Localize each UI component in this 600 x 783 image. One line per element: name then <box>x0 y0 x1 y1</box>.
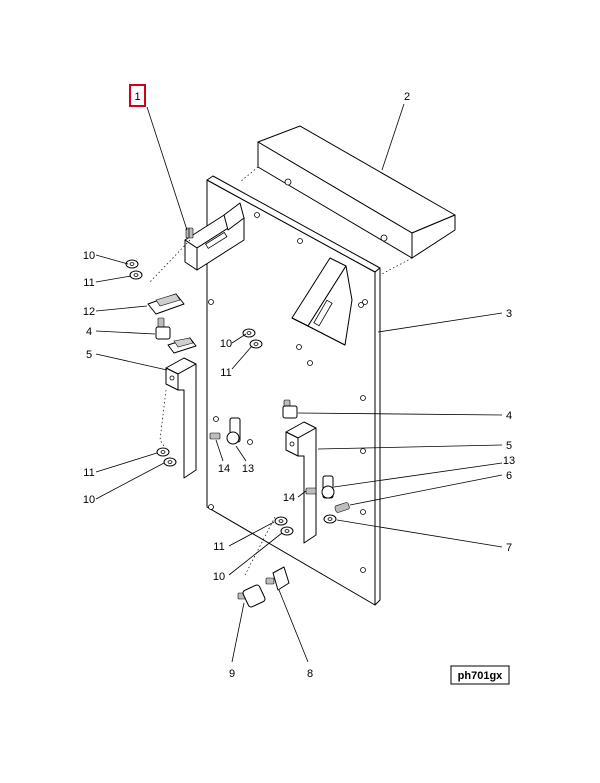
callout-9[interactable]: 9 <box>229 668 235 680</box>
right-clamp-13 <box>321 475 335 499</box>
callout-1[interactable]: 1 <box>134 91 140 103</box>
callout-4-right[interactable]: 4 <box>506 410 512 422</box>
foot-part-8 <box>265 566 290 591</box>
left-nut-10-lower <box>163 457 177 467</box>
left-washer-11-lower <box>156 447 170 457</box>
callout-11-left-top[interactable]: 11 <box>83 277 94 289</box>
washer-part-7 <box>323 514 337 524</box>
callout-10-bottom[interactable]: 10 <box>213 571 225 583</box>
standoff-part-4-right <box>282 399 298 419</box>
callout-14-center[interactable]: 14 <box>218 463 230 475</box>
highlight-box <box>129 84 146 107</box>
center-screw-14 <box>209 432 221 440</box>
screw-part-6 <box>334 502 350 513</box>
standoff-part-4-left <box>155 317 171 340</box>
upper-left-bracket <box>184 202 245 271</box>
left-washer-11 <box>129 270 143 280</box>
callout-11-center[interactable]: 11 <box>220 367 231 379</box>
callout-13-center[interactable]: 13 <box>242 463 254 475</box>
callout-10-left-bottom[interactable]: 10 <box>83 494 95 506</box>
callout-11-bottom[interactable]: 11 <box>213 541 224 553</box>
foot-part-9 <box>237 584 266 608</box>
leader-lines <box>95 103 503 663</box>
callout-7[interactable]: 7 <box>506 542 512 554</box>
callout-2[interactable]: 2 <box>404 91 410 103</box>
clip-part-12 <box>147 293 185 315</box>
callout-11-left-bottom[interactable]: 11 <box>83 467 94 479</box>
callout-8[interactable]: 8 <box>307 668 313 680</box>
bracket-part-5-right <box>285 421 317 544</box>
center-washer-11 <box>249 339 263 349</box>
callout-5-left[interactable]: 5 <box>86 349 92 361</box>
callout-3[interactable]: 3 <box>506 308 512 320</box>
callout-13-right[interactable]: 13 <box>503 455 515 467</box>
callout-12[interactable]: 12 <box>83 306 95 318</box>
cover-plate <box>257 125 456 259</box>
callout-10-left-top[interactable]: 10 <box>83 250 95 262</box>
diagram-reference-tag: ph701gx <box>450 665 510 685</box>
callout-6[interactable]: 6 <box>506 470 512 482</box>
right-screw-14 <box>305 487 317 495</box>
left-nut-10 <box>125 259 139 269</box>
callout-14-right[interactable]: 14 <box>283 492 295 504</box>
bottom-nut-10 <box>280 526 294 536</box>
callout-4-left[interactable]: 4 <box>86 326 92 338</box>
screw-part-1 <box>185 227 194 239</box>
callout-5-right[interactable]: 5 <box>506 440 512 452</box>
mid-bracket <box>291 257 353 346</box>
center-clamp-13 <box>226 417 241 445</box>
diagram-id: ph701gx <box>458 670 504 682</box>
callout-labels: 1 2 3 10 11 12 4 5 10 11 4 5 13 6 7 11 1… <box>83 91 515 680</box>
center-nut-10 <box>242 328 256 338</box>
bracket-part-5-left <box>165 357 197 479</box>
bottom-washer-11 <box>274 516 288 526</box>
left-mount-clip <box>167 337 197 354</box>
callout-10-center[interactable]: 10 <box>220 338 232 350</box>
